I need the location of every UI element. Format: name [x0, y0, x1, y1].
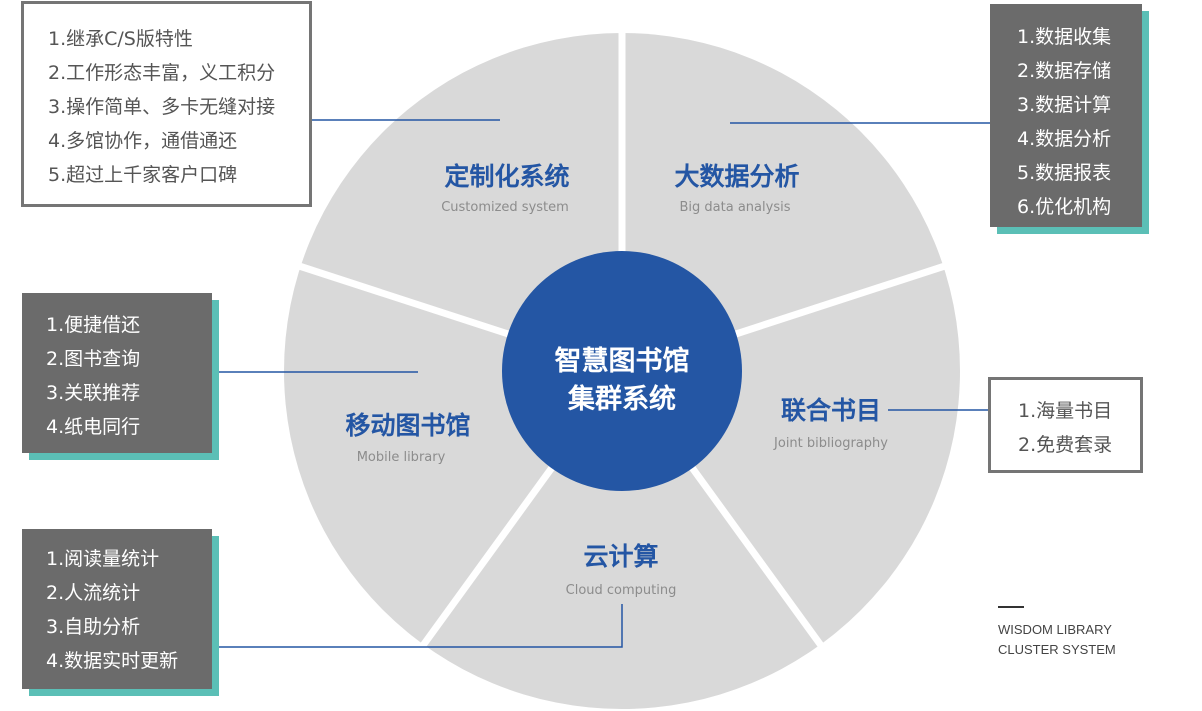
segment-subtitle-bigdata: Big data analysis: [680, 200, 791, 215]
segment-subtitle-cloud: Cloud computing: [566, 583, 677, 598]
cloud-feature-item: 4.数据实时更新: [46, 650, 179, 672]
corner-label-line1: WISDOM LIBRARY: [998, 622, 1112, 637]
customized-feature-item: 1.继承C/S版特性: [48, 28, 193, 50]
center-title-line2: 集群系统: [567, 383, 676, 415]
joint-feature-item: 2.免费套录: [1018, 434, 1113, 456]
bigdata-feature-item: 3.数据计算: [1017, 94, 1112, 116]
bigdata-feature-item: 6.优化机构: [1017, 196, 1112, 218]
cloud-feature-item: 1.阅读量统计: [46, 548, 160, 570]
mobile-feature-item: 1.便捷借还: [46, 314, 141, 336]
connector-lines: [212, 119, 990, 648]
cloud-feature-item: 3.自助分析: [46, 616, 141, 638]
segment-title-mobile: 移动图书馆: [345, 411, 470, 440]
corner-dash: [998, 606, 1024, 608]
cloud-feature-box: 1.阅读量统计 2.人流统计 3.自助分析 4.数据实时更新: [22, 529, 212, 689]
segment-subtitle-customized: Customized system: [441, 200, 569, 215]
joint-feature-box: 1.海量书目 2.免费套录: [988, 377, 1143, 473]
segment-title-bigdata: 大数据分析: [674, 162, 799, 191]
connector-cloud: [212, 604, 623, 648]
corner-label: WISDOM LIBRARY CLUSTER SYSTEM: [998, 606, 1116, 660]
bigdata-feature-box: 1.数据收集 2.数据存储 3.数据计算 4.数据分析 5.数据报表 6.优化机…: [990, 4, 1142, 227]
mobile-feature-box: 1.便捷借还 2.图书查询 3.关联推荐 4.纸电同行: [22, 293, 212, 453]
customized-feature-item: 3.操作简单、多卡无缝对接: [48, 96, 276, 118]
customized-feature-item: 2.工作形态丰富，义工积分: [48, 62, 276, 84]
customized-feature-box: 1.继承C/S版特性 2.工作形态丰富，义工积分 3.操作简单、多卡无缝对接 4…: [21, 1, 312, 207]
center-circle: [502, 251, 742, 491]
bigdata-feature-item: 2.数据存储: [1017, 60, 1112, 82]
joint-feature-item: 1.海量书目: [1018, 400, 1113, 422]
segment-title-cloud: 云计算: [583, 542, 658, 571]
mobile-feature-item: 2.图书查询: [46, 348, 141, 370]
cloud-feature-item: 2.人流统计: [46, 582, 141, 604]
segment-subtitle-mobile: Mobile library: [357, 450, 446, 465]
customized-feature-item: 5.超过上千家客户口碑: [48, 164, 238, 186]
mobile-feature-item: 4.纸电同行: [46, 416, 141, 438]
segment-dividers: [291, 25, 953, 654]
bigdata-feature-item: 5.数据报表: [1017, 162, 1112, 184]
center-title-line1: 智慧图书馆: [555, 345, 690, 377]
corner-label-line2: CLUSTER SYSTEM: [998, 642, 1116, 657]
segment-title-customized: 定制化系统: [444, 162, 569, 191]
mobile-feature-item: 3.关联推荐: [46, 382, 141, 404]
segment-title-joint: 联合书目: [781, 396, 881, 425]
segment-subtitle-joint: Joint bibliography: [773, 436, 888, 451]
bigdata-feature-item: 1.数据收集: [1017, 26, 1112, 48]
bigdata-feature-item: 4.数据分析: [1017, 128, 1112, 150]
customized-feature-item: 4.多馆协作，通借通还: [48, 130, 238, 152]
